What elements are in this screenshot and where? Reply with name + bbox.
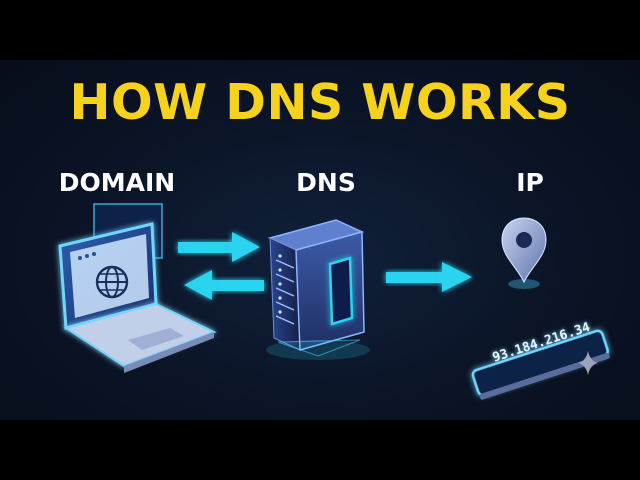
resolve-arrow-right (386, 262, 472, 292)
response-arrow-left (184, 270, 264, 300)
page-title: HOW DNS WORKS (69, 74, 571, 131)
globe-icon (95, 265, 129, 299)
server-rack-icon (266, 219, 370, 360)
ip-plate (471, 329, 610, 400)
location-pin-icon (501, 217, 547, 289)
request-arrow-right (178, 232, 260, 262)
diagram-canvas (58, 203, 610, 400)
dns-diagram-frame: HOW DNS WORKS DOMAIN DNS IP (0, 60, 640, 420)
dns-label: DNS (296, 168, 356, 197)
ip-label: IP (516, 168, 544, 197)
sparkle-icon (578, 351, 598, 375)
laptop-globe-icon (58, 203, 217, 373)
domain-label: DOMAIN (58, 168, 176, 197)
